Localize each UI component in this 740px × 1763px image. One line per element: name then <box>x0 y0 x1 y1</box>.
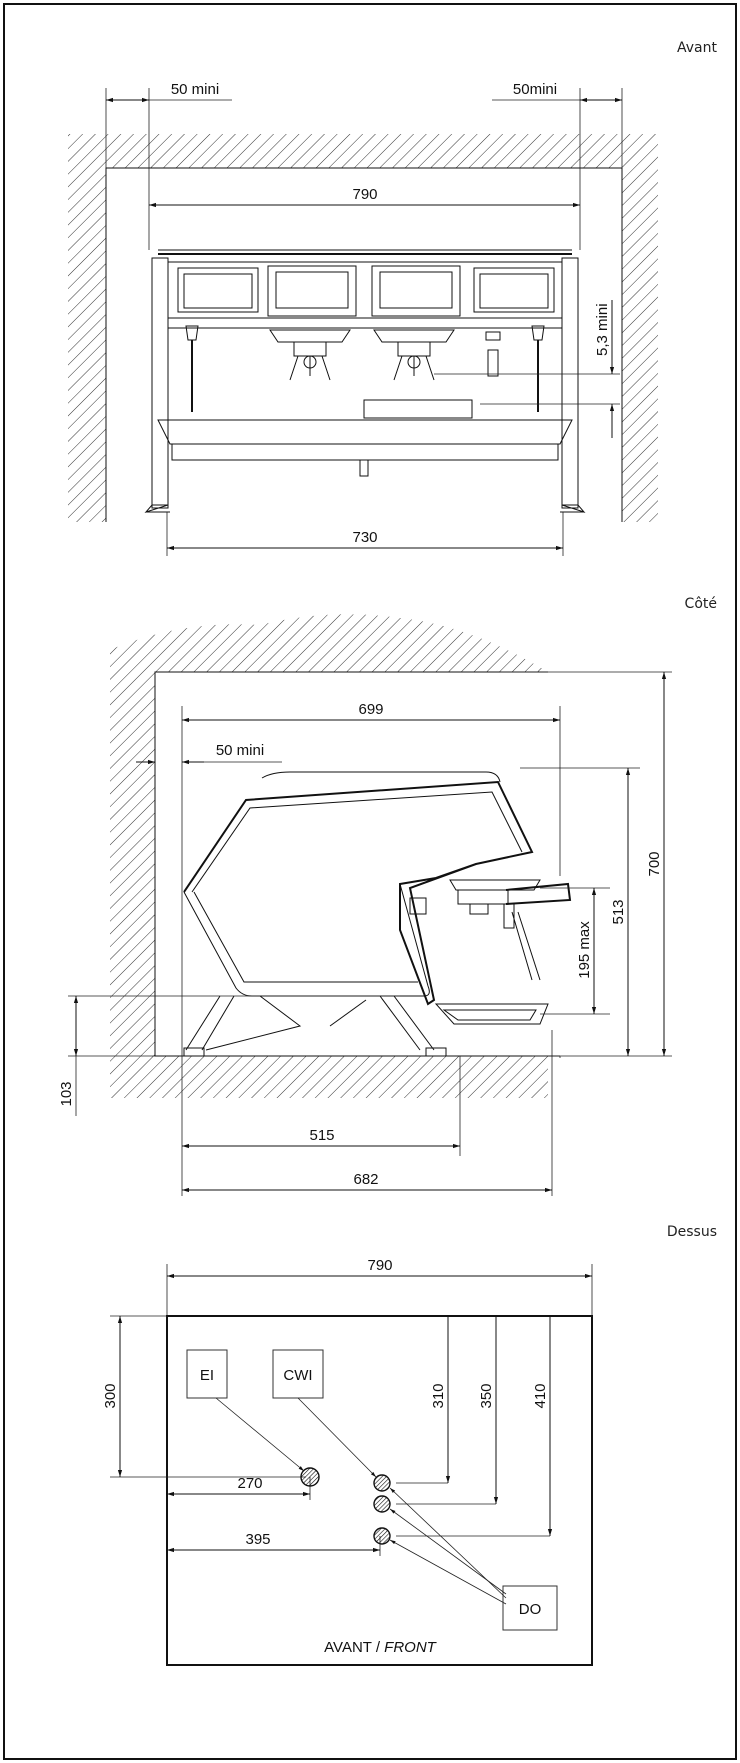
side-rear-clearance: 50 mini <box>216 742 264 759</box>
front-view-title: Avant <box>677 40 717 56</box>
machine-side <box>183 771 572 1058</box>
side-total-depth: 682 <box>353 1171 378 1188</box>
top-do-depth-1: 350 <box>478 1383 495 1408</box>
do-pipe-1 <box>373 1495 391 1513</box>
front-width-730: 730 <box>352 529 377 546</box>
front-left-clearance: 50 mini <box>171 81 219 98</box>
front-width-790: 790 <box>352 186 377 203</box>
side-foot-height: 103 <box>58 1081 75 1106</box>
ei-label: EI <box>200 1367 214 1384</box>
do-label: DO <box>519 1601 542 1618</box>
side-cup-height: 195 max <box>576 921 593 979</box>
top-outline <box>166 1315 593 1666</box>
side-foot-depth: 515 <box>309 1127 334 1144</box>
page-frame <box>3 3 737 1760</box>
top-view-title: Dessus <box>667 1224 717 1240</box>
front-view: Avant 50 mini 50mini 790 <box>68 40 718 556</box>
top-cwi-depth: 310 <box>430 1383 447 1408</box>
machine-front <box>144 249 586 514</box>
front-height-gap: 5,3 mini <box>594 303 611 356</box>
top-view: Dessus 790 300 310 350 410 270 395 <box>102 1224 717 1666</box>
top-do-offset: 395 <box>245 1531 270 1548</box>
ei-pipe <box>300 1467 320 1487</box>
side-view: Côté 699 50 mini <box>58 596 717 1196</box>
side-view-title: Côté <box>685 596 717 612</box>
side-depth-699: 699 <box>358 701 383 718</box>
side-total-height: 700 <box>646 851 663 876</box>
front-wall-outline <box>105 167 623 522</box>
side-machine-height: 513 <box>610 899 627 924</box>
cwi-pipe <box>373 1474 391 1492</box>
do-label-box <box>502 1585 558 1631</box>
top-ei-depth: 300 <box>102 1383 119 1408</box>
top-width-790: 790 <box>367 1257 392 1274</box>
top-do-depth-2: 410 <box>532 1383 549 1408</box>
cwi-label: CWI <box>283 1367 312 1384</box>
front-label: AVANT / FRONT <box>324 1639 438 1656</box>
do-pipe-2 <box>373 1527 391 1545</box>
front-right-clearance: 50mini <box>513 81 557 98</box>
top-ei-offset: 270 <box>237 1475 262 1492</box>
ei-label-box <box>186 1349 228 1399</box>
side-wall-outline <box>154 671 560 1057</box>
side-wall-hatch <box>110 614 548 1098</box>
